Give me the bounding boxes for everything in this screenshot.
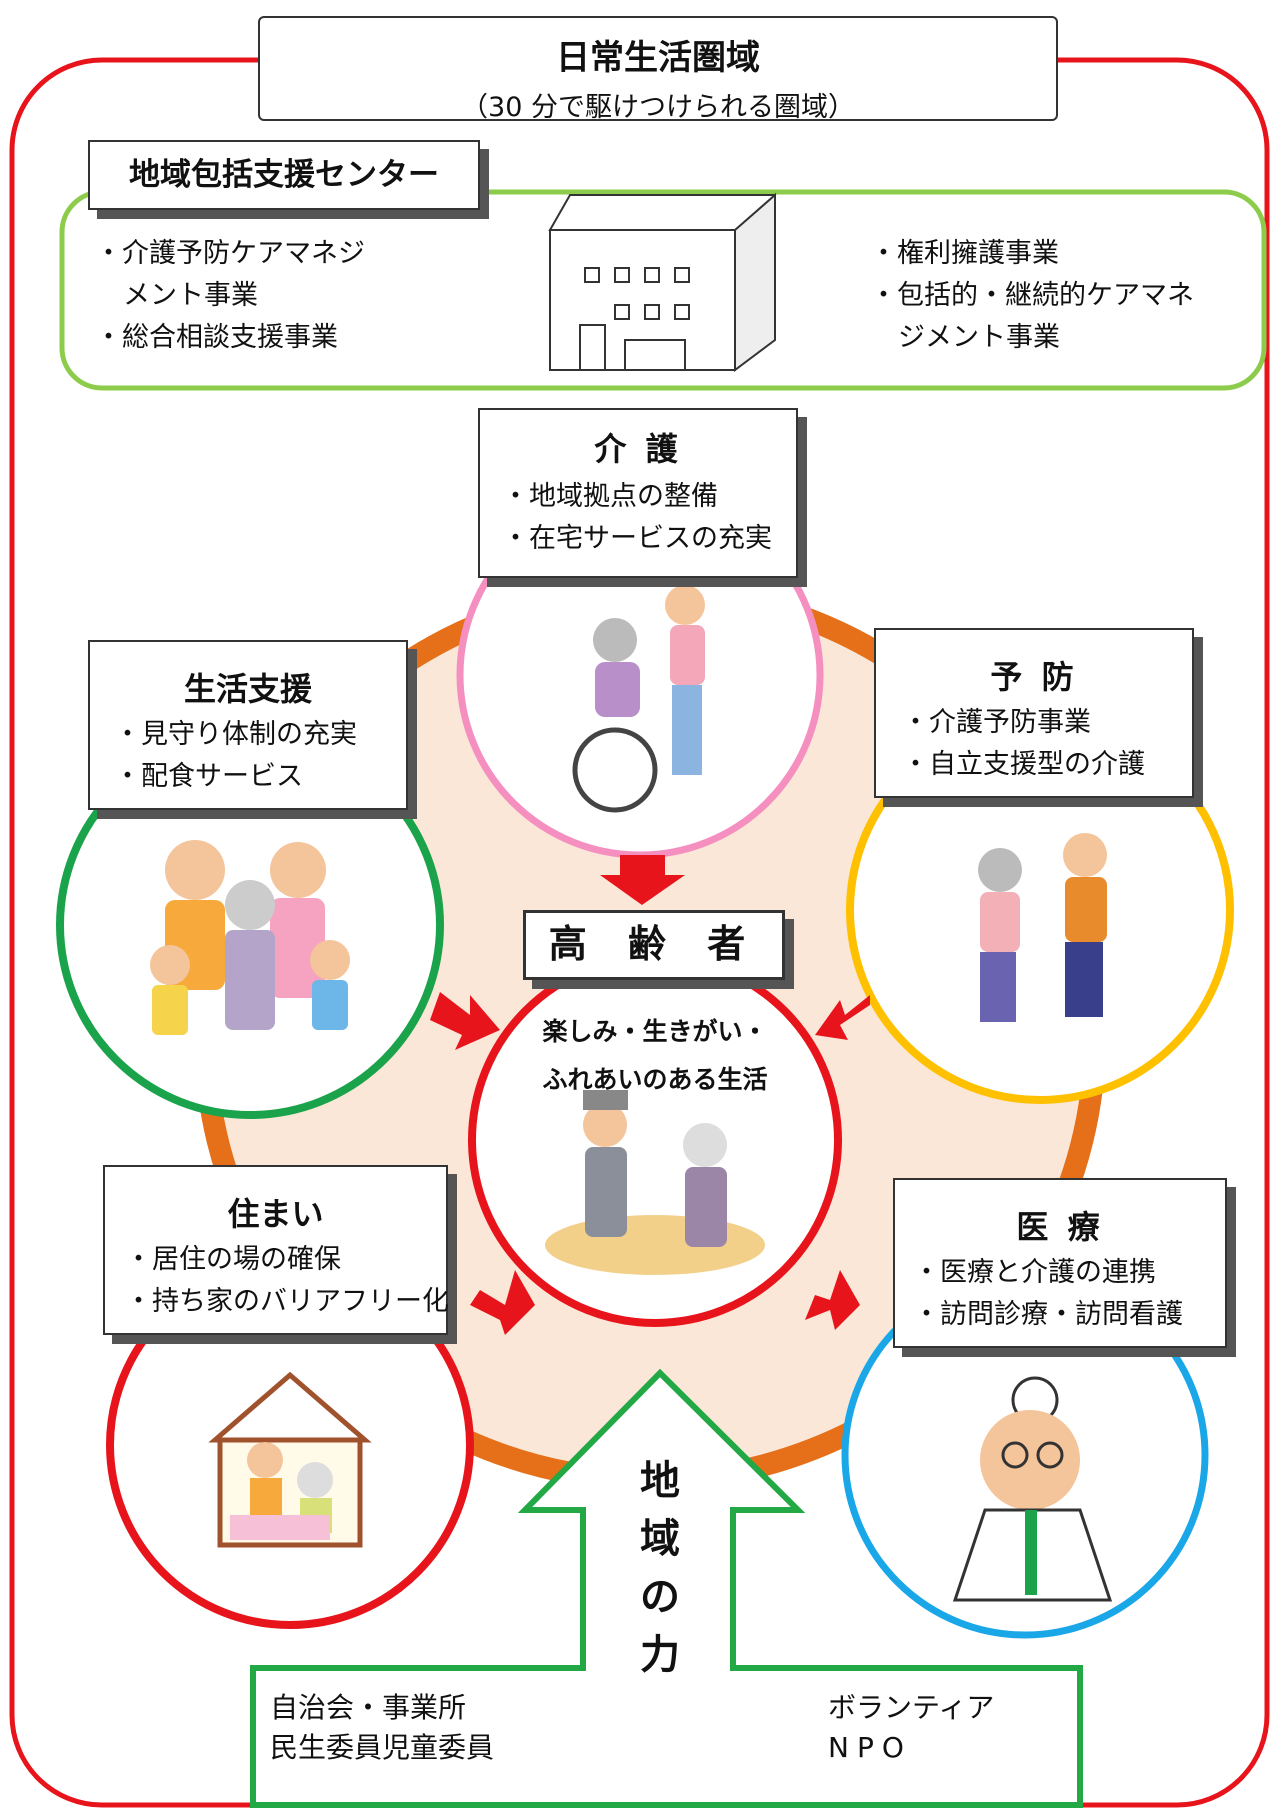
prevention-item: ・自立支援型の介護: [902, 749, 1145, 780]
arrow-right-icon: [430, 992, 500, 1050]
community-left-item: 民生委員児童委員: [270, 1731, 495, 1764]
community-arrow: [250, 1368, 1083, 1808]
community-right-item: ボランティア: [828, 1691, 995, 1724]
elderly-label: 高 齢 者: [548, 922, 760, 966]
care-item: ・地域拠点の整備: [502, 481, 718, 512]
wheelchair-illustration: [572, 585, 705, 813]
medical-title: 医 療: [1016, 1208, 1104, 1246]
life-support-box: 生活支援 ・見守り体制の充実 ・配食サービス: [88, 640, 408, 810]
centre-left-item: メント事業: [123, 280, 258, 311]
community-power-char: 力: [640, 1632, 680, 1678]
walking-illustration: [978, 833, 1107, 1022]
community-power-char: の: [640, 1574, 680, 1620]
centre-left-item: ・介護予防ケアマネジ: [95, 238, 365, 269]
care-item: ・在宅サービスの充実: [502, 523, 772, 554]
prevention-box: 予 防 ・介護予防事業 ・自立支援型の介護: [874, 628, 1194, 798]
community-left-list: 自治会・事業所 民生委員児童委員: [270, 1688, 494, 1768]
area-subtitle: （30 分で駆けつけられる圏域）: [461, 92, 855, 123]
centre-right-item: ジメント事業: [898, 322, 1060, 353]
community-left-item: 自治会・事業所: [270, 1691, 467, 1724]
housing-item: ・持ち家のバリアフリー化: [125, 1286, 449, 1317]
housing-title: 住まい: [227, 1195, 324, 1233]
doctor-illustration: [952, 1376, 1113, 1602]
care-box: 介 護 ・地域拠点の整備 ・在宅サービスの充実: [478, 408, 798, 578]
prevention-title: 予 防: [990, 658, 1078, 696]
centre-left-item: ・総合相談支援事業: [95, 322, 338, 353]
arrow-upleft-icon: [805, 1270, 860, 1330]
community-power-char: 地: [640, 1458, 680, 1504]
housing-box: 住まい ・居住の場の確保 ・持ち家のバリアフリー化: [103, 1165, 449, 1335]
care-title: 介 護: [594, 430, 682, 468]
housing-item: ・居住の場の確保: [125, 1244, 341, 1275]
building-icon: [548, 192, 777, 372]
centre-title: 地域包括支援センター: [129, 157, 439, 193]
centre-right-item: ・権利擁護事業: [870, 238, 1059, 269]
life-support-title: 生活支援: [183, 670, 312, 708]
medical-item: ・訪問診療・訪問看護: [913, 1299, 1183, 1330]
centre-right-item: ・包括的・継続的ケアマネ: [870, 280, 1194, 311]
centre-title-box: 地域包括支援センター: [88, 140, 480, 210]
elderly-core-line: 楽しみ・生きがい・: [542, 1017, 768, 1046]
elderly-label-box: 高 齢 者: [523, 910, 785, 980]
family-illustration: [150, 840, 350, 1035]
area-title: 日常生活圏域: [556, 38, 760, 78]
life-support-item: ・配食サービス: [114, 761, 303, 792]
house-illustration: [208, 1371, 372, 1548]
medical-box: 医 療 ・医療と介護の連携 ・訪問診療・訪問看護: [893, 1178, 1227, 1348]
centre-left-list: ・介護予防ケアマネジ メント事業 ・総合相談支援事業: [95, 233, 475, 359]
community-power-char: 域: [640, 1516, 680, 1562]
prevention-item: ・介護予防事業: [902, 707, 1091, 738]
community-power-label: 地 域 の 力: [630, 1448, 690, 1680]
centre-right-list: ・権利擁護事業 ・包括的・継続的ケアマネ ジメント事業: [870, 233, 1250, 359]
community-right-item: NPO: [828, 1731, 912, 1764]
area-title-banner: 日常生活圏域 （30 分で駆けつけられる圏域）: [258, 16, 1058, 123]
elderly-core-line: ふれあいのある生活: [542, 1065, 768, 1094]
community-right-list: ボランティア NPO: [828, 1688, 994, 1768]
arrow-down-icon: [600, 855, 685, 905]
arrow-left-icon: [815, 995, 870, 1040]
elderly-couple-illustration: [545, 1090, 765, 1275]
medical-item: ・医療と介護の連携: [913, 1257, 1156, 1288]
arrow-upright-icon: [470, 1270, 535, 1335]
elderly-core-text: 楽しみ・生きがい・ ふれあいのある生活: [505, 1012, 805, 1096]
life-support-item: ・見守り体制の充実: [114, 719, 357, 750]
